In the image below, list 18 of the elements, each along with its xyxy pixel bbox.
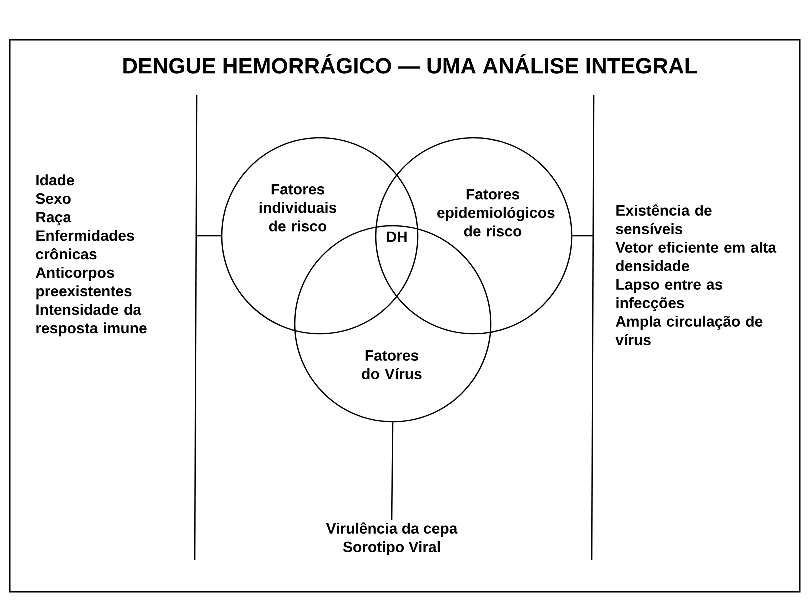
node-label: Vetor eficiente em alta densidade bbox=[616, 242, 777, 272]
node-label: Anticorpos preexistentes bbox=[36, 267, 132, 300]
node-label: Idade bbox=[36, 174, 74, 186]
factor-list: Idade Sexo Raça Enfermidades crônicas Anticorpos preexistentes Intensidade da resposta imune bbox=[36, 174, 147, 337]
title: DENGUE HEMORRÁGICO — UMA ANÁLISE INTEGRAL bbox=[124, 54, 698, 74]
connector-line bbox=[572, 235, 594, 237]
factor-list: Virulência da cepa Sorotipo Viral bbox=[326, 522, 458, 556]
connector-line bbox=[391, 422, 394, 520]
factor-list: Existência de sensíveis Vetor eficiente em alta densidade Lapso entre as infecções Ampla circulação de vírus bbox=[616, 204, 777, 346]
connector-line bbox=[196, 235, 222, 237]
node-label: Sexo bbox=[36, 194, 71, 204]
node-label: Enfermidades crônicas bbox=[36, 230, 134, 260]
node-label: Intensidade da resposta imune bbox=[36, 304, 147, 337]
node-label: Ampla circulação de vírus bbox=[616, 316, 763, 346]
node-label: Raça bbox=[36, 212, 72, 226]
node-label: Existência de sensíveis bbox=[616, 204, 712, 234]
node-label: Lapso entre as infecções bbox=[616, 280, 723, 312]
intersection-label: DH bbox=[387, 232, 407, 242]
